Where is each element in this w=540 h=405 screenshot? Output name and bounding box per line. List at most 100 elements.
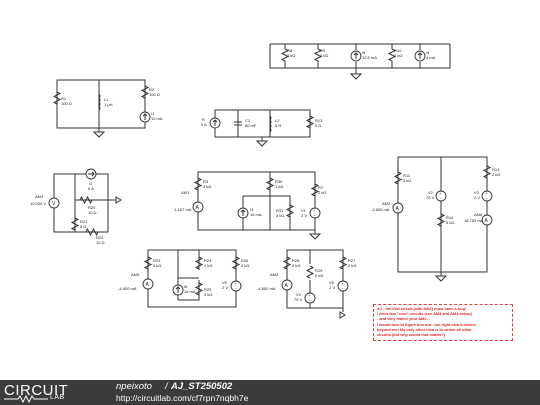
- component-label: 1 kΩ: [204, 263, 212, 268]
- ammeter-am5[interactable]: A AM5-4.800 mA: [118, 272, 154, 291]
- component-label: R25: [204, 287, 212, 292]
- component-label: R26: [241, 258, 249, 263]
- title-separator: /: [165, 381, 168, 392]
- component-label: 2 kΩ: [394, 53, 402, 58]
- component-label: 5 Ω: [80, 224, 86, 229]
- component-label: AM3: [270, 272, 279, 277]
- circuitlab-logo[interactable]: CIRCUIT LAB: [4, 382, 84, 403]
- voltage-source-v1[interactable]: +− V12 V: [301, 207, 321, 219]
- ground-symbol: [349, 73, 363, 80]
- component-label: 2 V: [222, 285, 228, 290]
- current-source-i2[interactable]: I26 A: [85, 168, 97, 191]
- circuit-url-link[interactable]: http://circuitlab.com/cf7rpn7nqbh7e: [116, 393, 249, 403]
- resistor-r3[interactable]: R33 kΩ: [193, 177, 211, 191]
- component-label: AM5: [131, 272, 140, 277]
- ground-symbol: [434, 275, 448, 282]
- voltage-source-v3[interactable]: +− V32 V: [474, 190, 493, 202]
- component-symbol-glyph: −: [486, 196, 489, 201]
- logo-text-top: CIRCUIT: [4, 382, 69, 399]
- current-source-r[interactable]: R5 A: [201, 117, 221, 129]
- note-line: beyond me! My only other idea is to dele…: [377, 326, 472, 332]
- component-label: 1 μH: [104, 102, 113, 107]
- author-link[interactable]: npeixoto: [116, 381, 152, 392]
- ammeter-am1[interactable]: A AM1-4.167 mA: [173, 190, 204, 213]
- component-label: 12.5 mA: [362, 55, 377, 60]
- component-label: 4 mA: [426, 55, 436, 60]
- component-label: R3: [203, 179, 209, 184]
- component-label: 3 kΩ: [403, 178, 411, 183]
- component-label: R24: [204, 258, 212, 263]
- annotation-note[interactable]: AJ - the first circuit (with AM1) must h…: [373, 304, 513, 341]
- component-symbol-glyph: A: [485, 218, 489, 224]
- component-label: AM1: [181, 190, 190, 195]
- component-label: R22: [96, 235, 104, 240]
- component-label: -4.800 mA: [371, 207, 390, 212]
- component-label: -4.800 mA: [118, 286, 137, 291]
- resistor-r7[interactable]: R72 kΩ: [310, 183, 326, 197]
- component-symbol-glyph: −: [314, 213, 317, 218]
- ammeter-am3[interactable]: A AM3-4.800 mA: [257, 272, 293, 291]
- component-label: 2 kΩ: [348, 263, 356, 268]
- voltage-source-v5[interactable]: +− V52 V: [222, 280, 242, 292]
- inductor-l1[interactable]: L11 μH: [98, 93, 113, 111]
- component-label: R20: [88, 205, 96, 210]
- component-label: I1: [151, 111, 155, 116]
- component-label: R16: [446, 215, 454, 220]
- component-symbol-glyph: A: [196, 205, 200, 211]
- component-label: R21: [80, 219, 88, 224]
- resistor-r8[interactable]: R83 kΩ: [280, 44, 295, 68]
- component-label: R29: [315, 268, 323, 273]
- component-label: V3: [474, 190, 480, 195]
- inductor-l2[interactable]: L25 H: [269, 115, 281, 133]
- component-label: 75 V: [294, 297, 303, 302]
- component-label: I4: [426, 50, 430, 55]
- voltage-source-v6[interactable]: +− V62 V: [329, 280, 349, 292]
- ammeter-am2[interactable]: A AM2-4.800 mA: [371, 201, 404, 214]
- component-label: AM4: [35, 194, 44, 199]
- resistor-r9[interactable]: R92 kΩ: [313, 44, 328, 68]
- current-source-i4[interactable]: I44 mA: [414, 44, 436, 68]
- component-label: 18.750 mA: [464, 218, 484, 223]
- component-symbol-glyph: +: [308, 293, 311, 298]
- circuit-title[interactable]: AJ_ST250502: [171, 381, 233, 392]
- component-label: 100 Ω: [61, 101, 72, 106]
- component-label: 5 kΩ: [315, 273, 323, 278]
